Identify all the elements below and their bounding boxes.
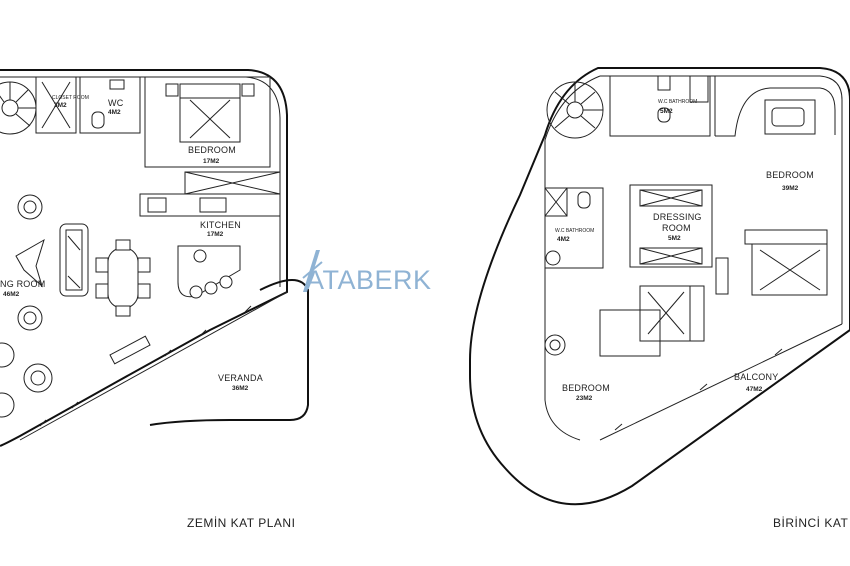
dressing-room-label-1: DRESSING bbox=[653, 212, 702, 222]
watermark-logo: ATABERK bbox=[302, 250, 432, 295]
veranda-outline bbox=[149, 279, 309, 426]
large-bedroom-walls bbox=[714, 76, 836, 137]
living-room-area: 46M2 bbox=[3, 291, 20, 298]
kitchen-label: KITCHEN bbox=[200, 220, 241, 230]
first-inner-wall bbox=[544, 75, 843, 441]
wc-walls bbox=[79, 76, 141, 134]
closet-room-area: 3M2 bbox=[54, 102, 67, 109]
small-bedroom-bed bbox=[639, 285, 696, 342]
living-sofa bbox=[59, 223, 89, 297]
kitchen-counter bbox=[139, 193, 281, 217]
first-floor-labels: W.C BATHROOM 5M2 BEDROOM 39M2 W.C BATHRO… bbox=[555, 99, 848, 530]
large-bedroom-area: 39M2 bbox=[782, 185, 799, 192]
tv-unit bbox=[109, 335, 151, 365]
closet-room-label: CLOSET ROOM bbox=[52, 95, 89, 101]
balcony-windows bbox=[614, 348, 783, 431]
balcony-area: 47M2 bbox=[746, 386, 763, 393]
bathtub bbox=[764, 99, 816, 135]
dressing-room-walls bbox=[629, 184, 713, 268]
ground-floor-plan bbox=[0, 69, 309, 447]
veranda-label: VERANDA bbox=[218, 373, 263, 383]
ground-bedroom-walls bbox=[144, 76, 271, 168]
living-room-label: NG ROOM bbox=[0, 279, 45, 289]
left-bathroom-label: W.C BATHROOM bbox=[555, 228, 594, 234]
living-rug bbox=[15, 238, 45, 288]
dressing-room-label-2: ROOM bbox=[662, 223, 691, 233]
wc-label: WC bbox=[108, 98, 124, 108]
first-outer-wall bbox=[469, 67, 850, 506]
wc-area: 4M2 bbox=[108, 109, 121, 116]
top-bathroom-area: 5M2 bbox=[660, 108, 673, 115]
veranda-area: 36M2 bbox=[232, 385, 249, 392]
wc-sink bbox=[109, 79, 125, 90]
top-bathroom-label: W.C BATHROOM bbox=[658, 99, 697, 105]
ground-floor-labels: CLOSET ROOM 3M2 WC 4M2 BEDROOM 17M2 KITC… bbox=[0, 95, 295, 530]
facade-windows bbox=[39, 305, 252, 427]
dining-table bbox=[107, 247, 139, 309]
small-bedroom-label: BEDROOM bbox=[562, 383, 610, 393]
balcony-label: BALCONY bbox=[734, 372, 778, 382]
large-bedroom-label: BEDROOM bbox=[766, 170, 814, 180]
ground-facade-line bbox=[19, 291, 288, 441]
ground-bedroom-nightstand bbox=[165, 83, 179, 97]
ground-bedroom-area: 17M2 bbox=[203, 158, 220, 165]
small-bedroom-area: 23M2 bbox=[576, 395, 593, 402]
watermark-text: ATABERK bbox=[306, 265, 432, 295]
closet-room-walls bbox=[35, 76, 77, 134]
bar-stool bbox=[189, 285, 203, 299]
dressing-room-area: 5M2 bbox=[668, 235, 681, 242]
ground-bedroom-label: BEDROOM bbox=[188, 145, 236, 155]
wc-toilet bbox=[91, 111, 105, 129]
spiral-staircase bbox=[0, 81, 37, 135]
left-bathroom-walls bbox=[544, 187, 604, 269]
left-bathroom-area: 4M2 bbox=[557, 236, 570, 243]
first-floor-plan bbox=[469, 67, 850, 506]
kitchen-area: 17M2 bbox=[207, 231, 224, 238]
first-spiral-staircase bbox=[546, 81, 604, 139]
small-bedroom-chair bbox=[544, 334, 566, 356]
balcony-edge bbox=[599, 323, 843, 441]
first-floor-title: BİRİNCİ KAT bbox=[773, 516, 848, 530]
ground-floor-title: ZEMİN KAT PLANI bbox=[187, 516, 295, 530]
